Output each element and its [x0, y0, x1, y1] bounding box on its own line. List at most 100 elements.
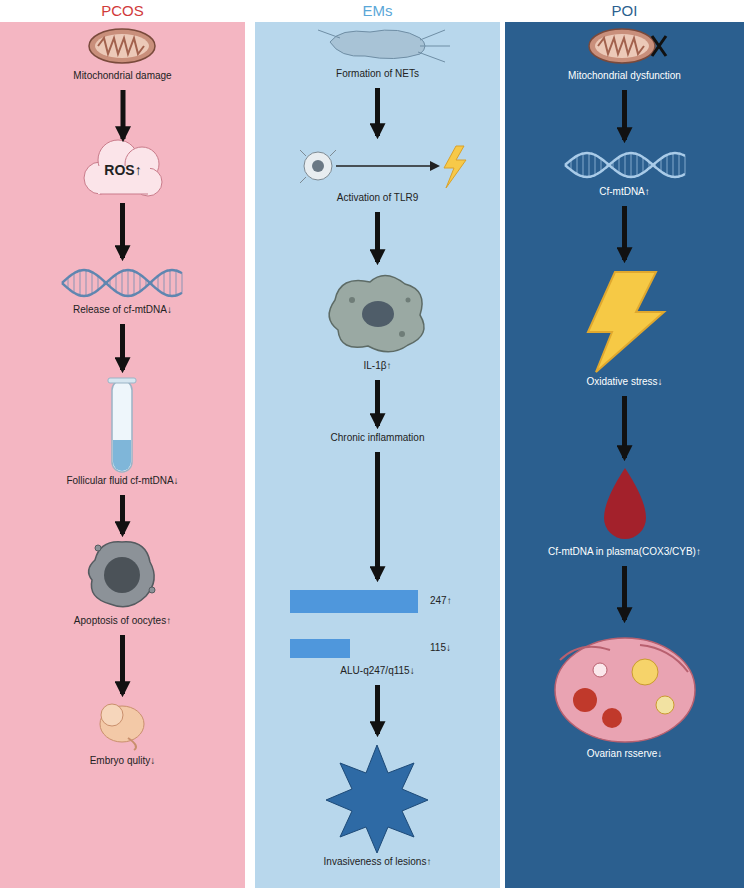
flow-arrow — [120, 495, 125, 534]
macrophage-icon — [399, 331, 405, 337]
step-caption: Release of cf-mtDNA↓ — [8, 304, 237, 316]
process-step: Activation of TLR9 — [263, 142, 492, 204]
apoptotic-oocyte — [89, 542, 155, 607]
apoptotic-oocyte — [89, 542, 155, 607]
column-band: EMsFormation of NETsActivation of TLR9IL… — [255, 0, 500, 893]
process-step: Formation of NETs — [263, 24, 492, 80]
column-band — [0, 22, 245, 888]
test-tube — [113, 440, 131, 471]
ovary-icon — [656, 696, 674, 714]
lesion-star — [326, 745, 428, 853]
step-caption: ROS↑ — [104, 162, 141, 179]
ovary-icon — [555, 638, 695, 742]
mitochondrion-icon — [652, 36, 666, 56]
dna-helix — [98, 276, 99, 290]
flow-arrow — [120, 324, 125, 370]
flow-arrow — [375, 212, 380, 262]
cloud-node: ROS↑ — [95, 145, 151, 195]
flow-arrow — [622, 396, 627, 458]
flow-arrow — [121, 90, 126, 139]
macrophage-icon — [406, 298, 411, 303]
dna-helix — [637, 154, 638, 176]
process-step: Cf-mtDNA in plasma(COX3/CYB)↑ — [513, 464, 736, 558]
mitochondrion-icon — [98, 38, 144, 54]
dna-helix — [577, 156, 578, 174]
ros-cloud — [84, 140, 162, 196]
mitochondrion-icon — [589, 29, 655, 63]
blood-drop — [604, 468, 646, 539]
column-title: PCOS — [0, 0, 245, 20]
step-caption: Formation of NETs — [263, 68, 492, 80]
dna-helix — [685, 156, 686, 174]
macrophage-icon — [329, 275, 424, 351]
dna-helix — [62, 270, 182, 296]
dna-helix — [176, 271, 177, 296]
flow-arrow — [375, 88, 380, 136]
alu-bars — [290, 590, 418, 613]
apoptotic-oocyte — [149, 587, 155, 593]
step-caption: IL-1β↑ — [263, 360, 492, 372]
dna-helix — [128, 270, 129, 296]
dna-helix — [679, 153, 680, 176]
lesion-star — [326, 745, 428, 853]
dna-helix — [667, 155, 668, 175]
flow-arrow — [120, 203, 125, 258]
mitochondrion-icon — [95, 34, 149, 58]
dna-helix — [619, 157, 620, 173]
process-step: 247↑115↓ALU-q247/q115↓ — [263, 585, 492, 677]
alu-bars — [290, 639, 350, 658]
flow-arrow — [622, 206, 627, 260]
dna-helix — [62, 270, 182, 296]
dna-helix — [643, 157, 644, 173]
process-step: IL-1β↑ — [263, 268, 492, 372]
dna-helix — [158, 276, 159, 290]
step-caption: ALU-q247/q115↓ — [263, 665, 492, 677]
step-caption: Cf-mtDNA↑ — [513, 186, 736, 198]
dna-helix — [673, 153, 674, 177]
process-step: Mitochondrial damage — [8, 24, 237, 82]
alu-bars — [290, 590, 418, 658]
column-band — [255, 22, 500, 888]
macrophage-icon — [362, 301, 394, 327]
apoptotic-oocyte — [104, 557, 140, 593]
flow-arrow — [375, 685, 380, 734]
step-caption: Invasiveness of lesions↑ — [263, 856, 492, 868]
embryo-icon — [128, 738, 136, 750]
dna-helix — [164, 272, 165, 294]
ovary-icon — [593, 663, 607, 677]
process-step: Chronic inflammation — [263, 432, 492, 444]
dna-helix — [134, 271, 135, 295]
step-caption: Apoptosis of oocytes↑ — [8, 615, 237, 627]
bar-value: 115↓ — [430, 642, 451, 653]
step-caption: Ovarian rsserve↓ — [513, 748, 736, 760]
embryo-icon — [101, 704, 123, 726]
dna-helix — [182, 273, 183, 293]
dna-helix — [86, 270, 87, 296]
dna-helix — [565, 153, 685, 177]
dna-helix — [122, 271, 123, 295]
neutrophil-tlr9-icon — [430, 161, 440, 171]
step-caption: Oxidative stress↓ — [513, 376, 736, 388]
net-icon — [318, 30, 450, 62]
dna-helix — [595, 155, 596, 175]
flow-arrow — [120, 635, 125, 694]
column-band: POIMitochondrial dysfunctionCf-mtDNA↑Oxi… — [505, 0, 744, 893]
flow-arrow — [622, 90, 627, 140]
dna-helix — [631, 153, 632, 177]
dna-helix — [601, 159, 602, 172]
flow-arrow — [375, 452, 380, 579]
mitochondrion-icon — [89, 29, 155, 63]
dna-helix — [589, 153, 590, 177]
neutrophil-tlr9-icon — [304, 152, 332, 180]
lightning-icon — [588, 272, 664, 372]
process-step: Follicular fluid cf-mtDNA↓ — [8, 376, 237, 487]
macrophage-icon — [329, 275, 424, 351]
apoptotic-oocyte — [95, 545, 101, 551]
dna-helix — [565, 153, 685, 177]
column-band: PCOS Mitochondrial damageROS↑ Release of c… — [0, 0, 245, 893]
ovary-icon — [573, 688, 597, 712]
neutrophil-tlr9-icon — [444, 146, 466, 188]
process-step: Apoptosis of oocytes↑ — [8, 540, 237, 627]
dna-helix — [80, 271, 81, 296]
neutrophil-tlr9-icon — [336, 165, 430, 167]
